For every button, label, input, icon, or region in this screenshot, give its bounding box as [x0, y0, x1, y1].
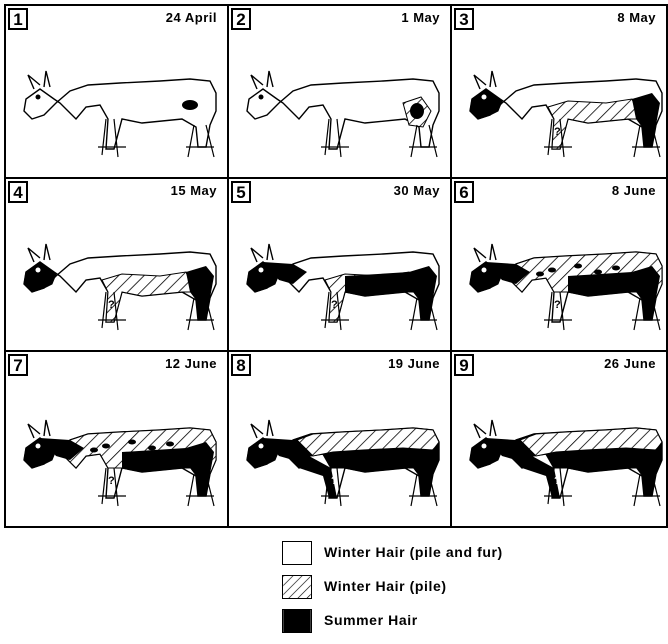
panel-number: 9 [454, 354, 474, 376]
moose-body [24, 79, 216, 149]
moose-ears [474, 71, 496, 89]
moult-panel-9: 9 26 June ?? [450, 350, 668, 528]
moose-illustration [6, 6, 227, 177]
moult-panel-1: 1 24 April [4, 4, 229, 179]
moose-figure: ?? [24, 420, 216, 506]
panel-date: 19 June [388, 356, 440, 371]
unknown-mark: ? [108, 475, 115, 487]
moose-figure: ?? [470, 71, 662, 157]
moose-figure: ?? [470, 420, 662, 506]
legend-swatch-black [282, 609, 312, 633]
moose-eye [482, 444, 487, 449]
summer-hair-spot [612, 266, 620, 271]
moose-eye [259, 444, 264, 449]
moose-eye [482, 95, 487, 100]
summer-hair-spot [166, 442, 174, 447]
legend-label: Winter Hair (pile and fur) [324, 544, 503, 560]
legend-swatch-hatched [282, 575, 312, 599]
unknown-mark: ? [429, 277, 436, 289]
moose-illustration: ?? [6, 179, 227, 350]
moose-illustration: ?? [229, 352, 450, 526]
unknown-mark: ? [652, 277, 659, 289]
panel-number: 4 [8, 181, 28, 203]
moose-illustration [229, 6, 450, 177]
panel-number: 7 [8, 354, 28, 376]
unknown-mark: ? [206, 453, 213, 465]
moose-eye [36, 444, 41, 449]
unknown-mark: ? [652, 453, 659, 465]
panel-date: 26 June [604, 356, 656, 371]
panel-number: 3 [454, 8, 474, 30]
summer-hair-spot [574, 264, 582, 269]
moose-figure: ?? [470, 244, 662, 330]
moose-illustration: ?? [452, 352, 666, 526]
moose-eye [259, 95, 264, 100]
moose-eye [259, 268, 264, 273]
moult-panel-grid: 1 24 April 2 1 May 3 8 May ?? 4 15 May ?… [4, 4, 668, 528]
moose-figure: ?? [24, 244, 216, 330]
moult-panel-8: 8 19 June ?? [227, 350, 452, 528]
legend-label: Winter Hair (pile) [324, 578, 447, 594]
moose-figure: ?? [247, 420, 439, 506]
moult-panel-6: 6 8 June ?? [450, 177, 668, 352]
panel-number: 8 [231, 354, 251, 376]
summer-hair-spot [536, 272, 544, 277]
unknown-mark: ? [652, 104, 659, 116]
panel-date: 8 May [617, 10, 656, 25]
moose-ears [474, 420, 496, 438]
panel-date: 30 May [394, 183, 440, 198]
unknown-mark: ? [206, 277, 213, 289]
moose-figure: ?? [247, 244, 439, 330]
summer-hair-spot [128, 440, 136, 445]
legend-swatch-white [282, 541, 312, 565]
moose-illustration: ?? [6, 352, 227, 526]
legend-label: Summer Hair [324, 612, 418, 628]
panel-date: 12 June [165, 356, 217, 371]
moose-figure [24, 71, 216, 157]
moose-figure [247, 71, 439, 157]
moult-panel-3: 3 8 May ?? [450, 4, 668, 179]
moose-ears [28, 244, 50, 262]
moult-panel-4: 4 15 May ?? [4, 177, 229, 352]
summer-hair-spot [548, 268, 556, 273]
summer-hair-spot [148, 446, 156, 451]
panel-number: 5 [231, 181, 251, 203]
moose-eye [482, 268, 487, 273]
moult-panel-5: 5 30 May ?? [227, 177, 452, 352]
summer-hair-spot [594, 270, 602, 275]
moose-ears [251, 71, 273, 89]
moult-panel-7: 7 12 June ?? [4, 350, 229, 528]
panel-date: 1 May [401, 10, 440, 25]
unknown-mark: ? [554, 126, 561, 138]
moose-ears [474, 244, 496, 262]
moose-illustration: ?? [452, 6, 666, 177]
moose-illustration: ?? [229, 179, 450, 350]
moose-ears [251, 420, 273, 438]
panel-date: 15 May [171, 183, 217, 198]
moose-eye [36, 95, 41, 100]
summer-hair-patch [182, 100, 198, 110]
unknown-mark: ? [331, 475, 338, 487]
panel-date: 24 April [166, 10, 217, 25]
panel-number: 6 [454, 181, 474, 203]
summer-hair-head [470, 89, 502, 119]
unknown-mark: ? [429, 453, 436, 465]
panel-number: 1 [8, 8, 28, 30]
moose-eye [36, 268, 41, 273]
panel-date: 8 June [612, 183, 656, 198]
unknown-mark: ? [554, 475, 561, 487]
moose-ears [251, 244, 273, 262]
summer-hair-spot [90, 448, 98, 453]
unknown-mark: ? [331, 299, 338, 311]
summer-hair-patch [410, 103, 424, 119]
panel-number: 2 [231, 8, 251, 30]
unknown-mark: ? [108, 299, 115, 311]
unknown-mark: ? [554, 299, 561, 311]
moose-ears [28, 71, 50, 89]
moose-ears [28, 420, 50, 438]
moult-panel-2: 2 1 May [227, 4, 452, 179]
moose-illustration: ?? [452, 179, 666, 350]
summer-hair-head [24, 262, 56, 292]
summer-hair-spot [102, 444, 110, 449]
